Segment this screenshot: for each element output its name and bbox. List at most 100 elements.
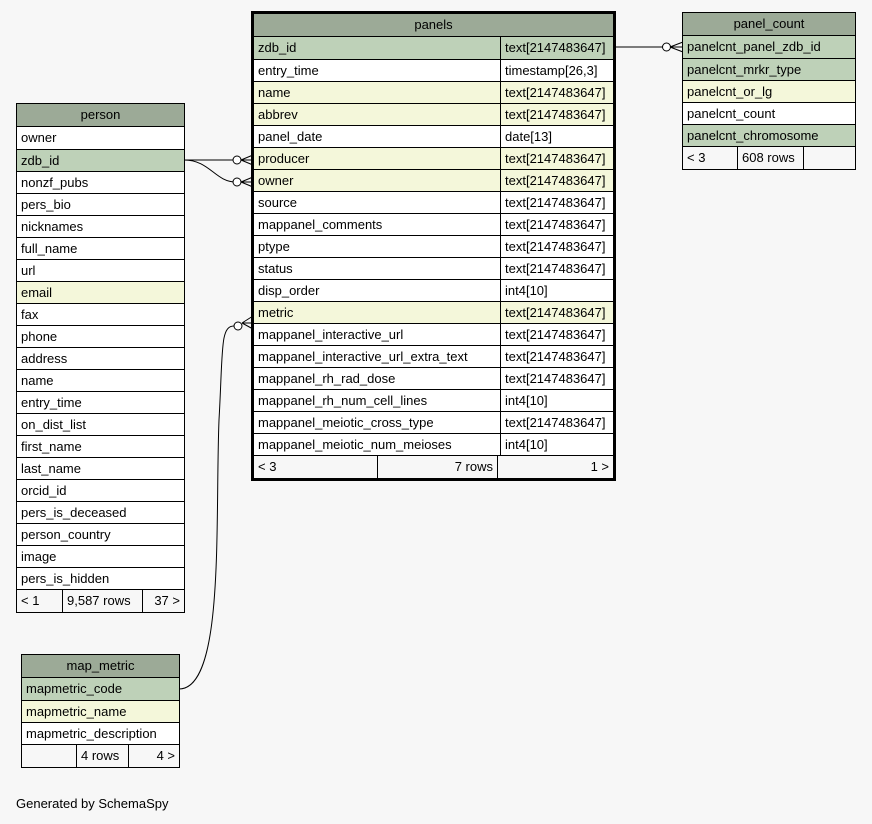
column-type: text[2147483647] [500, 302, 613, 323]
column-row[interactable]: mapmetric_description [22, 722, 179, 744]
column-name: status [258, 261, 293, 276]
column-type: text[2147483647] [500, 258, 613, 279]
column-row[interactable]: nonzf_pubs [17, 171, 184, 193]
column-row[interactable]: panelcnt_mrkr_type [683, 58, 855, 80]
table-footer: < 3 608 rows [683, 146, 855, 169]
column-type: text[2147483647] [500, 82, 613, 103]
column-name: abbrev [258, 107, 298, 122]
table-header[interactable]: map_metric [22, 655, 179, 678]
column-row[interactable]: url [17, 259, 184, 281]
column-row[interactable]: orcid_id [17, 479, 184, 501]
column-row[interactable]: entry_time [17, 391, 184, 413]
column-name: mappanel_comments [258, 217, 383, 232]
footer-row-count: 9,587 rows [62, 590, 142, 612]
column-type: date[13] [500, 126, 613, 147]
column-row[interactable]: owner [17, 127, 184, 149]
column-row[interactable]: mapmetric_name [22, 700, 179, 722]
column-name: fax [21, 307, 39, 322]
footer-parents[interactable]: < 1 [21, 593, 40, 608]
column-name: mappanel_meiotic_cross_type [258, 415, 434, 430]
column-row[interactable]: first_name [17, 435, 184, 457]
column-row[interactable]: zdb_id [17, 149, 184, 171]
rel-panels-panel-count-crow-foot [669, 41, 684, 53]
column-row[interactable]: nicknames [17, 215, 184, 237]
column-name: ptype [258, 239, 290, 254]
column-name: pers_is_hidden [21, 571, 110, 586]
table-header[interactable]: panel_count [683, 13, 855, 36]
column-row[interactable]: panelcnt_or_lg [683, 80, 855, 102]
column-type: text[2147483647] [500, 170, 613, 191]
rel-panels-panel-count-zero-marker [662, 42, 671, 52]
column-type: int4[10] [500, 280, 613, 301]
footer-children[interactable]: 37 > [142, 590, 184, 612]
table-footer: < 1 9,587 rows 37 > [17, 589, 184, 612]
footer-parents[interactable]: < 3 [687, 150, 706, 165]
footer-row-count: 7 rows [377, 456, 497, 478]
footer-row-count: 608 rows [737, 147, 803, 169]
column-row[interactable]: name [17, 369, 184, 391]
column-name: panelcnt_panel_zdb_id [687, 39, 821, 54]
column-row[interactable]: panelcnt_count [683, 102, 855, 124]
footer-children[interactable]: 4 > [128, 745, 179, 767]
column-row[interactable]: phone [17, 325, 184, 347]
column-name: entry_time [21, 395, 82, 410]
footer-children[interactable]: 1 > [497, 456, 613, 478]
column-row[interactable]: pers_is_hidden [17, 567, 184, 589]
column-row[interactable]: ptype text[2147483647] [254, 235, 613, 257]
column-name: name [21, 373, 54, 388]
column-row[interactable]: email [17, 281, 184, 303]
column-name: panelcnt_chromosome [687, 128, 819, 143]
column-name: image [21, 549, 57, 564]
column-name: mapmetric_description [26, 726, 157, 741]
column-type: timestamp[26,3] [500, 60, 613, 81]
column-row[interactable]: pers_bio [17, 193, 184, 215]
column-row[interactable]: mapmetric_code [22, 678, 179, 700]
generated-by-credit: Generated by SchemaSpy [16, 796, 169, 811]
column-row[interactable]: person_country [17, 523, 184, 545]
column-name: panelcnt_or_lg [687, 84, 773, 99]
column-name: email [21, 285, 53, 300]
column-name: full_name [21, 241, 78, 256]
column-row[interactable]: panelcnt_chromosome [683, 124, 855, 146]
column-row[interactable]: panelcnt_panel_zdb_id [683, 36, 855, 58]
column-row[interactable]: full_name [17, 237, 184, 259]
column-row[interactable]: pers_is_deceased [17, 501, 184, 523]
column-row[interactable]: last_name [17, 457, 184, 479]
column-type: text[2147483647] [500, 324, 613, 345]
footer-parents[interactable]: < 3 [258, 459, 277, 474]
column-row[interactable]: image [17, 545, 184, 567]
footer-parents [22, 745, 76, 767]
table-header[interactable]: person [17, 104, 184, 127]
column-row[interactable]: fax [17, 303, 184, 325]
column-name: on_dist_list [21, 417, 87, 432]
column-name: pers_bio [21, 197, 71, 212]
rel-person-producer-zero-marker [232, 155, 242, 165]
footer-children [803, 147, 855, 169]
column-row[interactable]: status text[2147483647] [254, 257, 613, 279]
column-row[interactable]: address [17, 347, 184, 369]
column-type: text[2147483647] [500, 236, 613, 257]
table-header[interactable]: panels [254, 14, 613, 37]
column-row[interactable]: on_dist_list [17, 413, 184, 435]
